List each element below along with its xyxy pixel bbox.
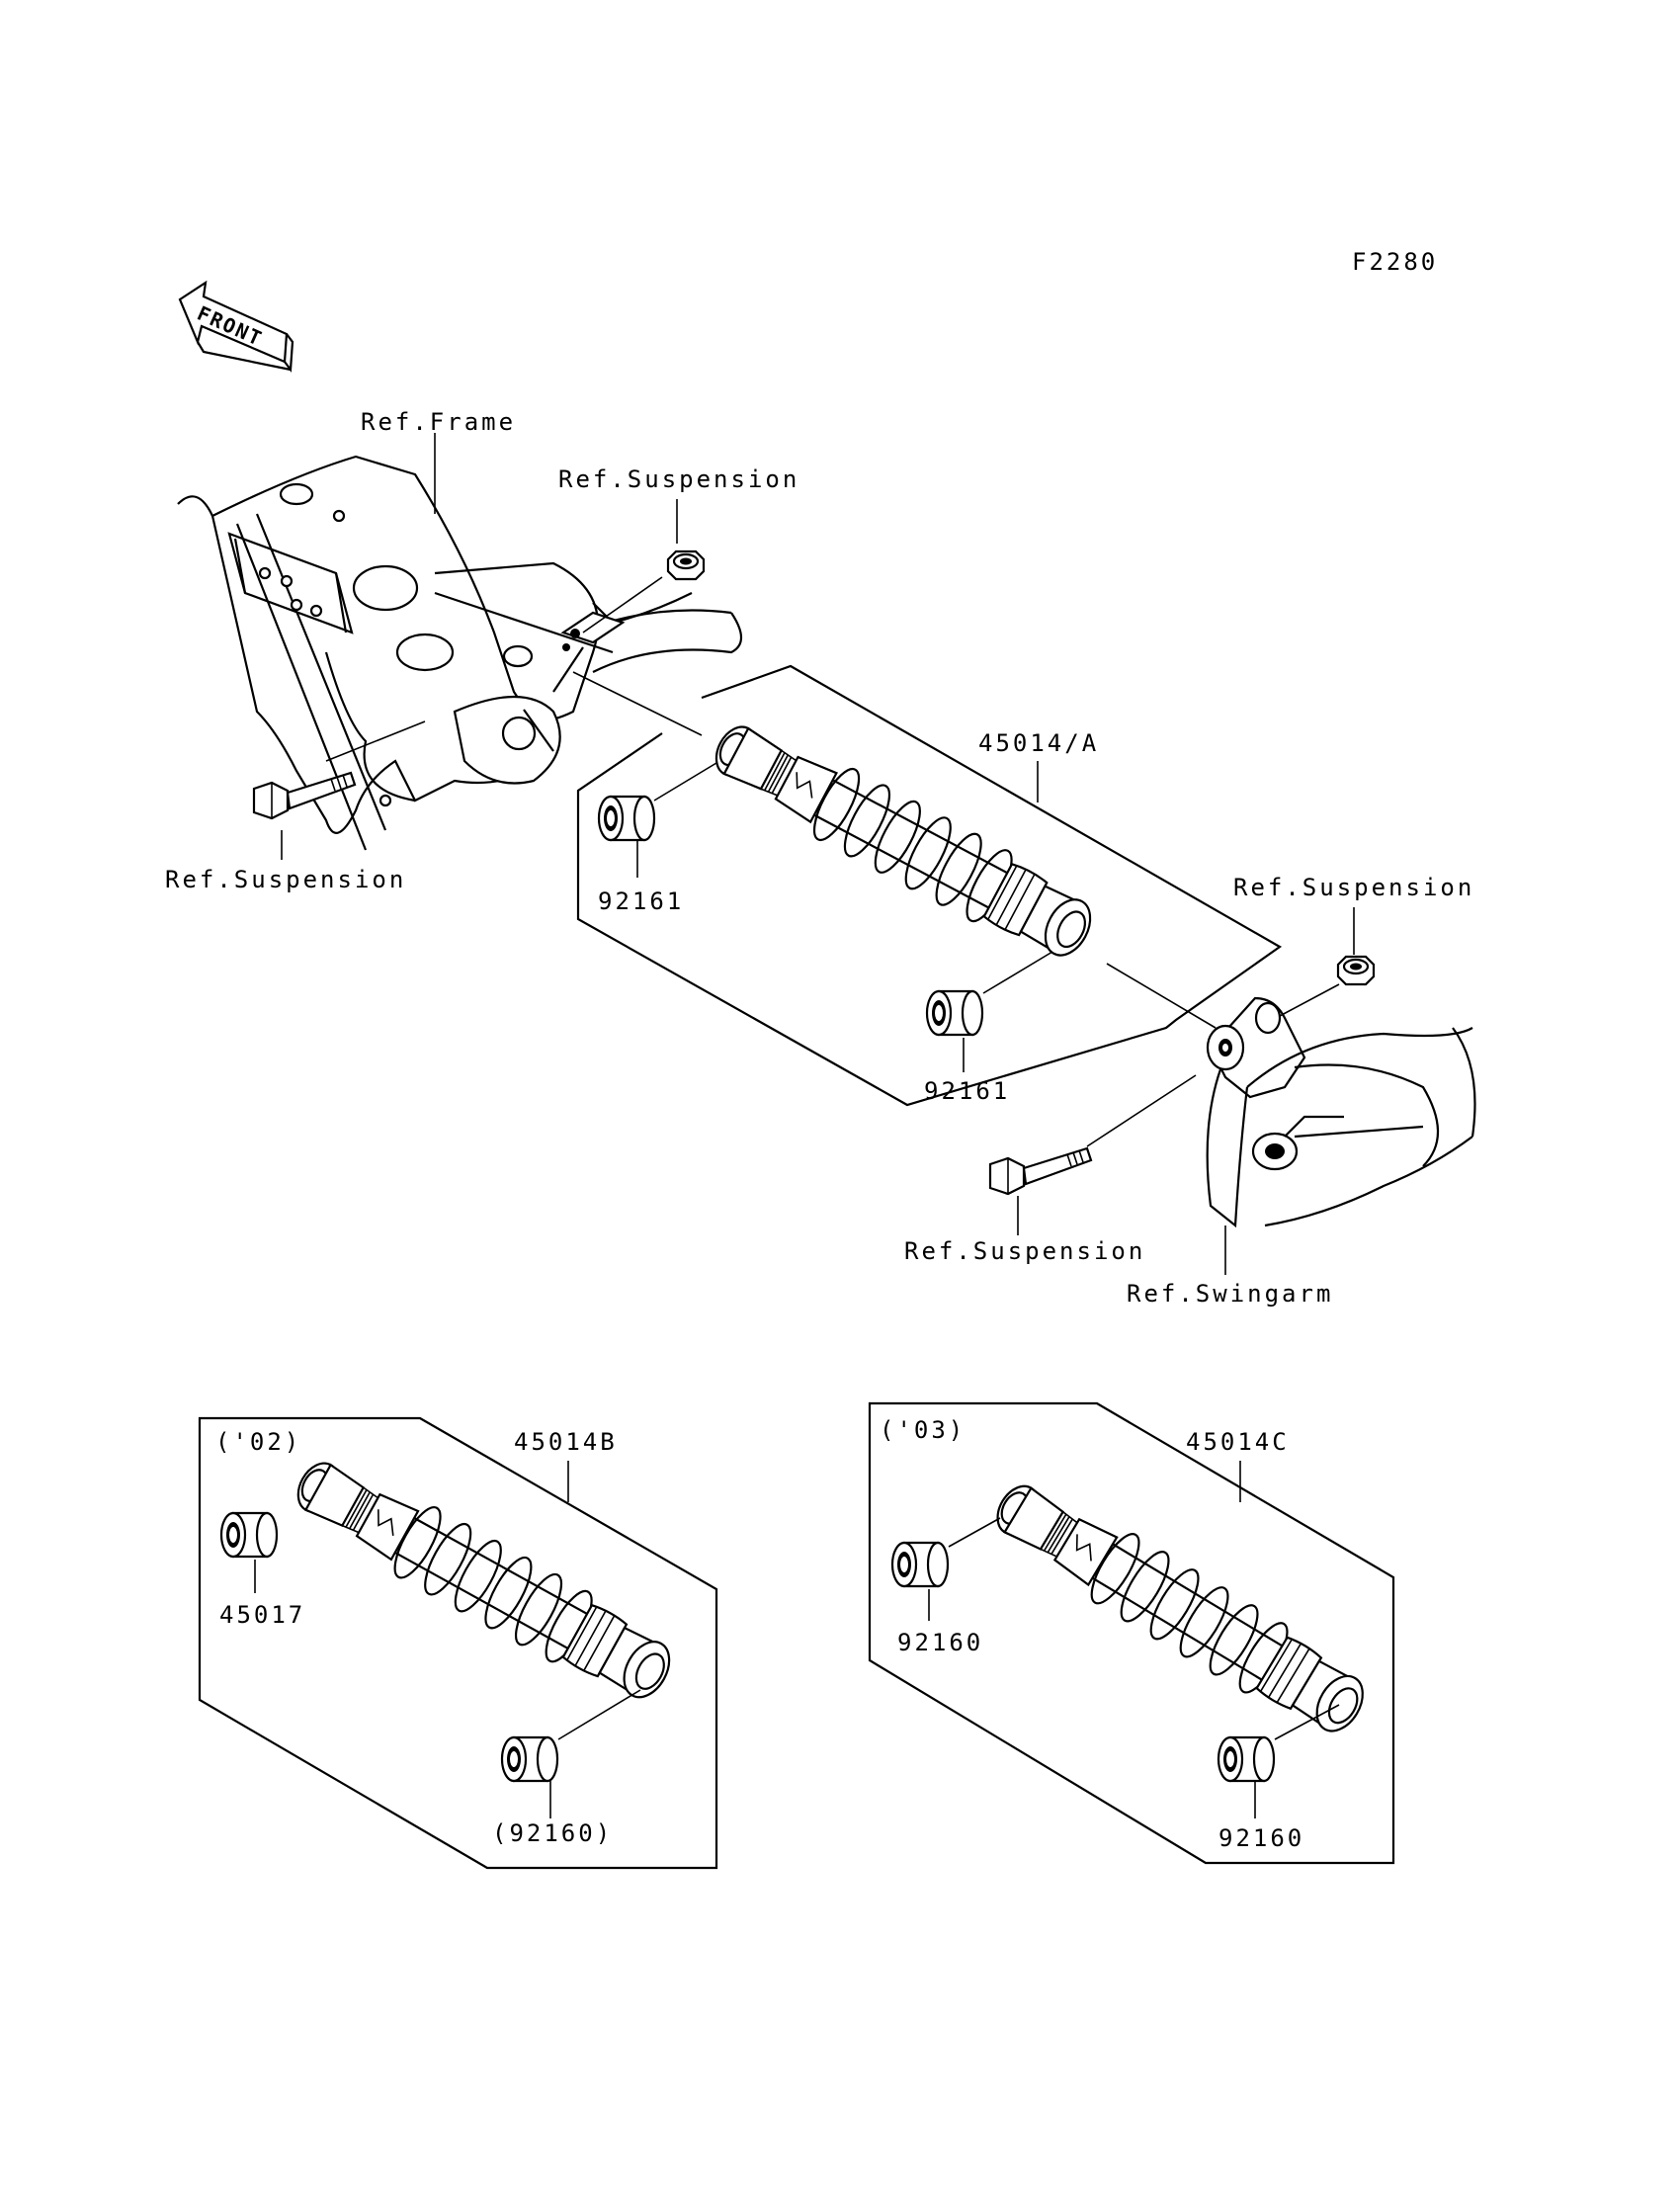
label-ref-frame: Ref.Frame — [361, 408, 516, 436]
main-bushing-upper — [597, 795, 656, 842]
variant-02-part-number: 45014B — [514, 1428, 618, 1456]
leader-right-nut-to-swingarm — [1279, 983, 1340, 1017]
variant-03-bushing-upper-label: 92160 — [897, 1629, 983, 1656]
leader-variant-02-lower — [557, 1689, 641, 1740]
label-bushing-lower-main: 92161 — [924, 1077, 1010, 1105]
variant-02-bushing-lower — [500, 1735, 559, 1783]
variant-03-shock-absorber — [980, 1466, 1379, 1749]
label-ref-swingarm: Ref.Swingarm — [1127, 1280, 1333, 1308]
variant-03-year: ('03) — [880, 1416, 966, 1444]
variant-02-bushing-lower-label: (92160) — [492, 1819, 613, 1847]
leader-bolt-to-swingarm — [1086, 1074, 1197, 1147]
main-assembly-frame — [576, 664, 1283, 1107]
label-ref-suspension-left: Ref.Suspension — [165, 866, 406, 893]
leader-variant-03-upper — [948, 1517, 1001, 1548]
diagram-code: F2280 — [1352, 248, 1438, 276]
variant-02-frame — [198, 1416, 718, 1870]
variant-03-part-number: 45014C — [1186, 1428, 1290, 1456]
right-nut — [1336, 955, 1376, 986]
variant-02-bushing-upper-label: 45017 — [219, 1601, 305, 1629]
variant-03-bushing-upper — [890, 1541, 950, 1588]
leader-variant-03-lower — [1274, 1704, 1340, 1740]
leader-shock-to-swingarm — [1106, 963, 1217, 1029]
leader-bolt-to-frame — [325, 720, 426, 762]
label-part-45014-a: 45014/A — [978, 729, 1099, 757]
front-arrow-icon: FRONT — [178, 280, 294, 374]
frame-drawing — [177, 455, 743, 851]
swingarm-drawing — [1206, 996, 1476, 1228]
leader-frame-to-shock — [572, 671, 703, 736]
label-ref-suspension-top: Ref.Suspension — [558, 465, 799, 493]
variant-02-bushing-upper — [219, 1511, 279, 1559]
left-bolt — [252, 771, 357, 820]
bottom-bolt — [988, 1146, 1093, 1196]
variant-03-bushing-lower-label: 92160 — [1218, 1824, 1304, 1852]
top-nut — [666, 549, 706, 581]
label-bushing-upper-main: 92161 — [598, 887, 684, 915]
variant-02-shock-absorber — [282, 1443, 685, 1716]
variant-03-frame — [868, 1401, 1395, 1865]
leader-bushing-lower — [982, 951, 1053, 994]
leader-top-nut-to-frame — [582, 576, 663, 634]
variant-02-year: ('02) — [215, 1428, 301, 1456]
label-ref-suspension-bottom: Ref.Suspension — [904, 1237, 1145, 1265]
main-bushing-lower — [925, 989, 984, 1037]
variant-03-bushing-lower — [1217, 1735, 1276, 1783]
label-ref-suspension-right: Ref.Suspension — [1233, 874, 1474, 901]
leader-bushing-upper — [653, 762, 717, 802]
